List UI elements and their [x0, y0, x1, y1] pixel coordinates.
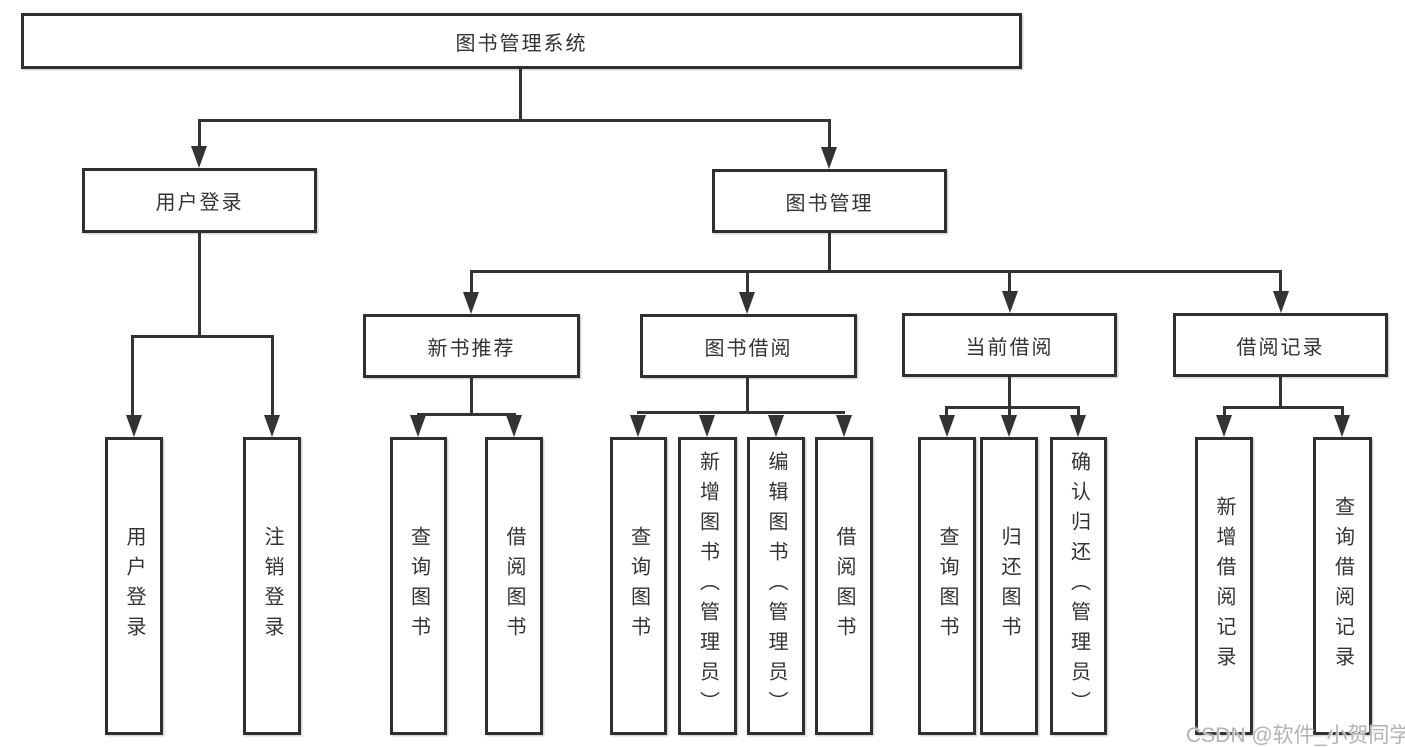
- leaf-query-books-current: 查询图书: [918, 437, 976, 735]
- connector-line: [198, 119, 831, 122]
- arrow-down-icon: [506, 415, 522, 437]
- connector-line: [198, 119, 201, 151]
- connector-line: [131, 335, 134, 417]
- connector-line: [198, 233, 201, 337]
- leaf-label: 查询借阅记录: [1331, 496, 1354, 676]
- connector-line: [417, 413, 516, 416]
- leaf-label: 归还图书: [998, 526, 1020, 646]
- arrow-down-icon: [630, 415, 646, 437]
- connector-line: [470, 378, 473, 415]
- arrow-down-icon: [699, 415, 715, 437]
- leaf-query-books-recommend: 查询图书: [390, 437, 447, 735]
- leaf-edit-books-admin: 编辑图书（管理员）: [747, 437, 805, 735]
- connector-line: [746, 378, 749, 413]
- leaf-label: 用户登录: [123, 526, 145, 646]
- leaf-label: 借阅图书: [833, 526, 855, 646]
- leaf-label: 查询图书: [407, 526, 430, 646]
- node-library-system: 图书管理系统: [21, 13, 1022, 69]
- connector-line: [131, 335, 274, 338]
- leaf-borrow-books: 借阅图书: [815, 437, 873, 735]
- leaf-label: 新增图书（管理员）: [696, 451, 719, 721]
- connector-line: [945, 406, 948, 417]
- connector-line: [945, 406, 1080, 409]
- leaf-query-books-borrow: 查询图书: [610, 437, 667, 735]
- connector-line: [1223, 406, 1343, 409]
- arrow-down-icon: [836, 415, 852, 437]
- leaf-confirm-return-admin: 确认归还（管理员）: [1050, 437, 1107, 735]
- leaf-label: 查询图书: [936, 526, 958, 646]
- connector-line: [637, 411, 845, 414]
- node-user-login: 用户登录: [82, 168, 317, 233]
- node-current-borrow-label: 当前借阅: [965, 336, 1054, 359]
- node-new-book-recommend-label: 新书推荐: [427, 337, 516, 360]
- connector-line: [1008, 377, 1011, 408]
- connector-line: [271, 335, 274, 417]
- arrow-down-icon: [191, 146, 207, 168]
- connector-line: [470, 270, 1282, 273]
- connector-line: [1341, 406, 1344, 417]
- connector-line: [470, 270, 473, 294]
- node-library-system-label: 图书管理系统: [455, 32, 588, 55]
- arrow-down-icon: [1216, 415, 1232, 437]
- arrow-down-icon: [1070, 415, 1086, 437]
- leaf-label: 编辑图书（管理员）: [765, 451, 787, 721]
- arrow-down-icon: [1002, 291, 1018, 313]
- node-book-borrow: 图书借阅: [640, 314, 857, 378]
- node-current-borrow: 当前借阅: [902, 313, 1117, 377]
- leaf-label: 确认归还（管理员）: [1067, 451, 1090, 721]
- watermark-text: CSDN @软件_小贺同学: [1186, 724, 1405, 747]
- arrow-down-icon: [739, 292, 755, 314]
- connector-line: [1223, 406, 1226, 417]
- connector-line: [1279, 377, 1282, 408]
- leaf-logout: 注销登录: [243, 437, 301, 735]
- connector-line: [746, 270, 749, 294]
- leaf-query-borrow-record: 查询借阅记录: [1313, 437, 1372, 735]
- node-borrow-records: 借阅记录: [1173, 313, 1388, 377]
- leaf-label: 新增借阅记录: [1213, 496, 1235, 676]
- leaf-user-login: 用户登录: [105, 437, 163, 735]
- leaf-borrow-books-recommend: 借阅图书: [485, 437, 543, 735]
- arrow-down-icon: [264, 415, 280, 437]
- node-book-management-label: 图书管理: [785, 192, 874, 215]
- arrow-down-icon: [410, 415, 426, 437]
- leaf-add-borrow-record: 新增借阅记录: [1195, 437, 1253, 735]
- node-new-book-recommend: 新书推荐: [363, 314, 580, 378]
- arrow-down-icon: [1001, 415, 1017, 437]
- arrow-down-icon: [463, 292, 479, 314]
- connector-line: [828, 233, 831, 272]
- connector-line: [1008, 270, 1011, 293]
- arrow-down-icon: [1273, 291, 1289, 313]
- arrow-down-icon: [939, 415, 955, 437]
- leaf-label: 查询图书: [627, 526, 650, 646]
- arrow-down-icon: [821, 147, 837, 169]
- leaf-add-books-admin: 新增图书（管理员）: [678, 437, 737, 735]
- arrow-down-icon: [1334, 415, 1350, 437]
- leaf-label: 借阅图书: [503, 526, 525, 646]
- connector-line: [1008, 406, 1011, 417]
- connector-line: [519, 69, 522, 121]
- arrow-down-icon: [126, 415, 142, 437]
- leaf-return-books: 归还图书: [980, 437, 1038, 735]
- node-borrow-records-label: 借阅记录: [1236, 336, 1325, 359]
- node-book-management: 图书管理: [712, 169, 947, 233]
- connector-line: [1279, 270, 1282, 293]
- connector-line: [828, 119, 831, 152]
- arrow-down-icon: [768, 415, 784, 437]
- node-user-login-label: 用户登录: [155, 192, 244, 214]
- leaf-label: 注销登录: [261, 526, 283, 646]
- node-book-borrow-label: 图书借阅: [704, 337, 793, 360]
- connector-line: [1077, 406, 1080, 417]
